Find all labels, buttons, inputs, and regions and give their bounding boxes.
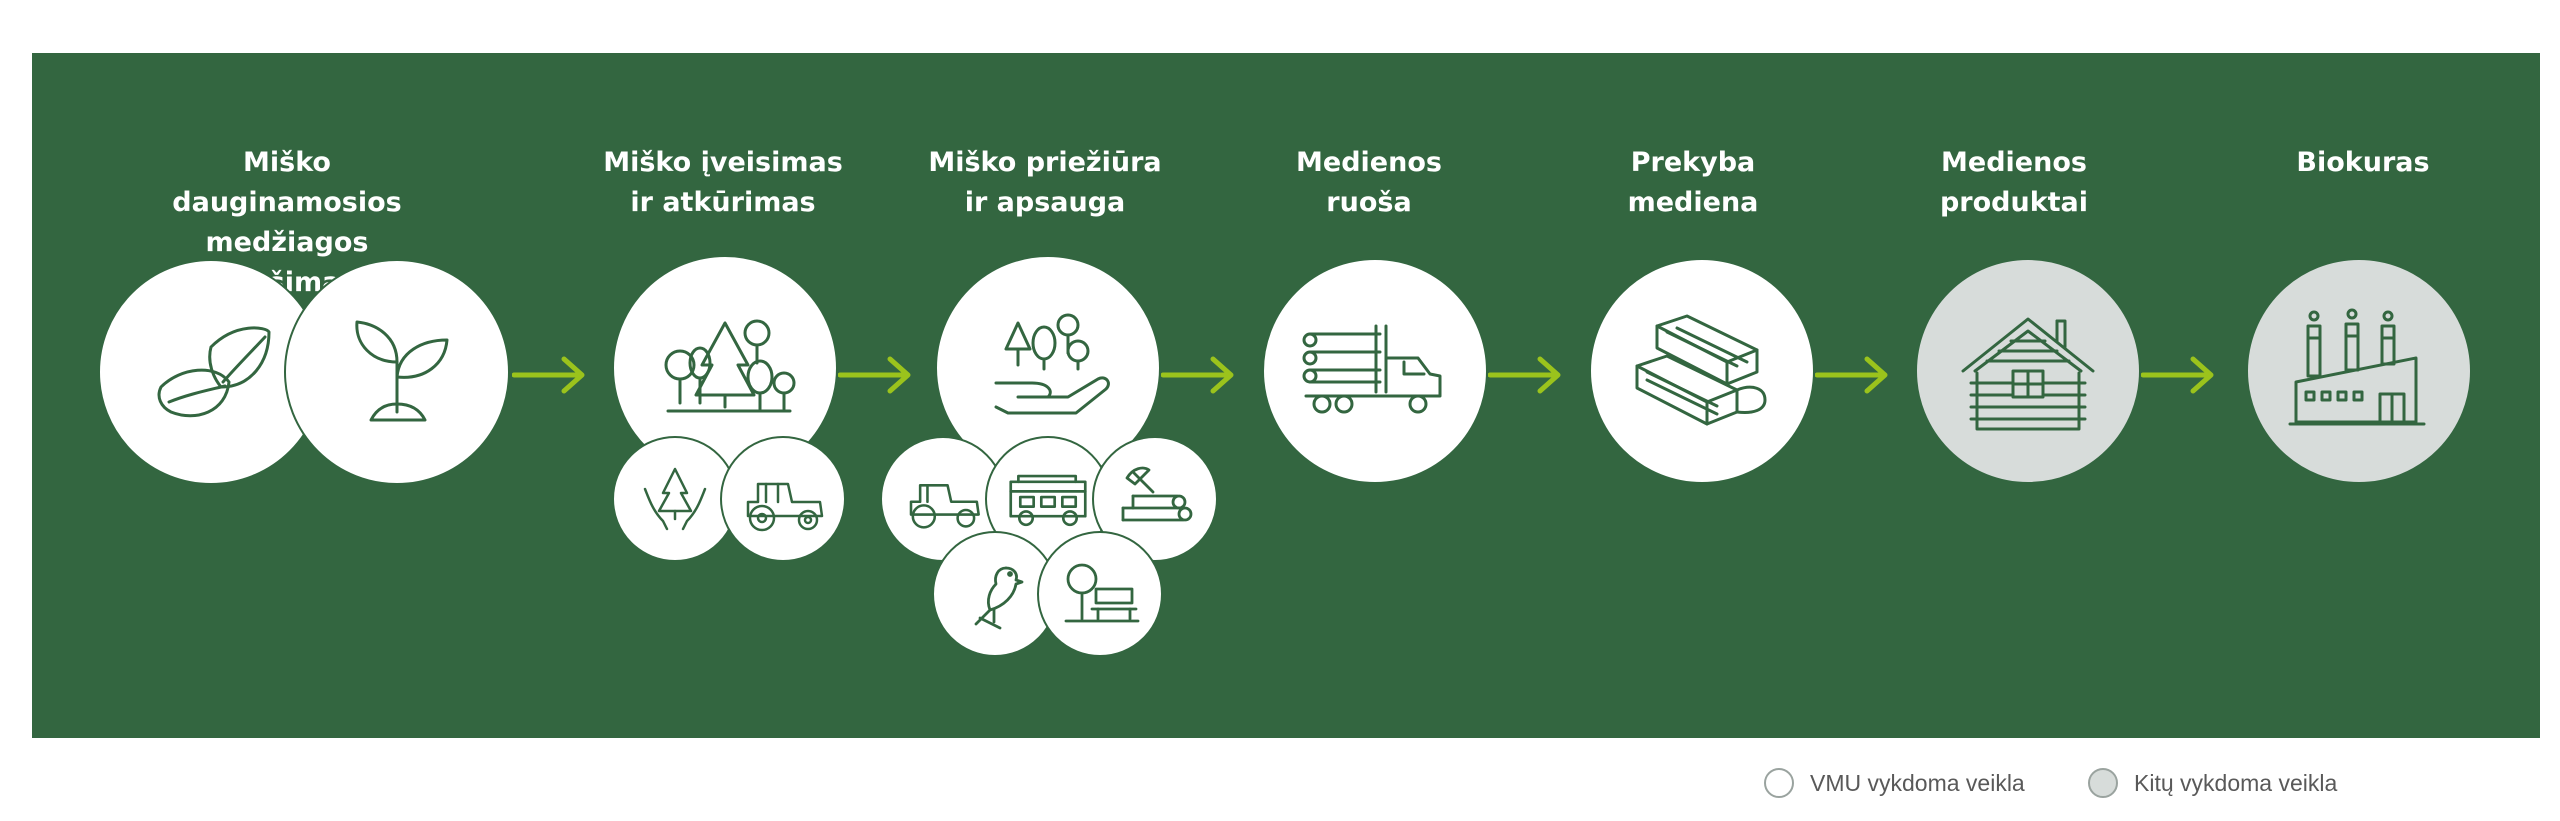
hands-tree-icon: [643, 467, 707, 531]
seeds-icon: [157, 326, 271, 418]
trees-icon: [664, 319, 796, 413]
log-truck-circle: [1262, 258, 1488, 484]
bird-icon: [974, 566, 1024, 630]
log-house-icon: [1961, 317, 2095, 431]
legend-vmu: VMU vykdoma veikla: [1764, 768, 2025, 798]
axe-logs-icon: [1121, 466, 1193, 522]
factory-circle: [2246, 258, 2472, 484]
tractor-icon: [909, 484, 980, 529]
stage-title-afforestation: Miško įveisimas ir atkūrimas: [603, 147, 843, 218]
tractor-icon: [746, 482, 824, 532]
flow-arrow-1: [512, 356, 585, 394]
legend-others-label: Kitų vykdoma veikla: [2134, 769, 2338, 796]
stage-title-wood-products: Medienos produktai: [1939, 147, 2089, 218]
flow-arrow-2: [838, 356, 911, 394]
flow-arrow-6: [2141, 356, 2214, 394]
park-bench-circle: [1037, 531, 1163, 657]
sprout-circle: [284, 259, 510, 485]
legend-others: Kitų vykdoma veikla: [2088, 768, 2337, 798]
flow-arrow-4: [1488, 356, 1561, 394]
flow-arrow-5: [1815, 356, 1888, 394]
factory-icon: [2288, 308, 2426, 426]
tractor-circle: [720, 436, 846, 562]
sprout-icon: [355, 320, 449, 422]
stage-title-harvesting: Medienos ruoša: [1296, 147, 1442, 218]
legend-vmu-swatch: [1764, 768, 1794, 798]
park-bench-icon: [1064, 563, 1140, 623]
stage-title-timber-trade: Prekyba mediena: [1627, 147, 1759, 218]
timber-stack-icon: [1635, 314, 1767, 426]
fire-truck-icon: [1009, 474, 1087, 527]
legend-vmu-label: VMU vykdoma veikla: [1810, 769, 2025, 796]
stage-title-forest-care: Miško priežiūra ir apsauga: [928, 147, 1162, 218]
log-truck-icon: [1302, 324, 1442, 414]
legend-others-swatch: [2088, 768, 2118, 798]
hands-tree-circle: [612, 436, 738, 562]
stage-title-biofuel: Biokuras: [2296, 147, 2430, 178]
flow-arrow-3: [1161, 356, 1234, 394]
log-house-circle: [1915, 258, 2141, 484]
timber-stack-circle: [1589, 258, 1815, 484]
hand-trees-icon: [994, 313, 1110, 415]
